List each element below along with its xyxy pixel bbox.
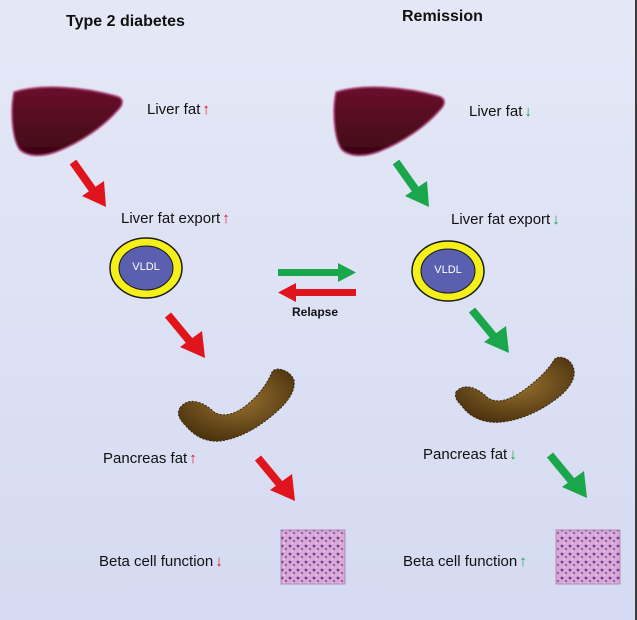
right-liver-fat-text: Liver fat — [469, 103, 523, 120]
left-liver-fat-label: Liver fat↑ — [147, 101, 210, 118]
right-liver-fat-arrow-icon: ↓ — [524, 103, 532, 120]
right-liver-fat-export-arrow-icon: ↓ — [552, 211, 560, 228]
left-liver-fat-text: Liver fat — [147, 101, 201, 118]
vldl-right — [411, 240, 485, 302]
arrow-relapse-back — [278, 283, 356, 302]
left-beta-cell-text: Beta cell function — [99, 553, 214, 570]
left-liver-fat-export-label: Liver fat export↑ — [121, 210, 230, 227]
arrow-remission-forward — [278, 263, 356, 282]
histology-left-image — [280, 529, 346, 585]
right-beta-cell-label: Beta cell function↑ — [403, 553, 527, 570]
arrow-pancreas-to-beta-right — [546, 452, 587, 498]
arrow-pancreas-to-beta-left — [254, 455, 295, 501]
pancreas-right-icon — [455, 356, 575, 423]
relapse-label: Relapse — [292, 305, 339, 319]
right-liver-fat-label: Liver fat↓ — [469, 103, 532, 120]
arrow-vldl-to-pancreas-left — [164, 312, 205, 358]
liver-right-icon — [333, 86, 445, 157]
right-heading: Remission — [402, 8, 483, 25]
left-heading: Type 2 diabetes — [66, 13, 185, 30]
left-pancreas-fat-text: Pancreas fat — [103, 450, 188, 467]
arrow-liver-to-export-left — [69, 159, 106, 207]
left-liver-fat-arrow-icon: ↑ — [202, 101, 210, 118]
right-pancreas-fat-arrow-icon: ↓ — [509, 446, 517, 463]
left-pancreas-fat-label: Pancreas fat↑ — [103, 450, 197, 467]
left-beta-cell-arrow-icon: ↓ — [215, 553, 223, 570]
vldl-left-label: VLDL — [132, 261, 160, 273]
pancreas-left-icon — [177, 368, 295, 442]
left-beta-cell-label: Beta cell function↓ — [99, 553, 223, 570]
left-liver-fat-export-arrow-icon: ↑ — [222, 210, 230, 227]
right-pancreas-fat-text: Pancreas fat — [423, 446, 508, 463]
histology-right-image — [555, 529, 621, 585]
right-liver-fat-export-text: Liver fat export — [451, 211, 551, 228]
vldl-right-label: VLDL — [434, 264, 462, 276]
arrow-liver-to-export-right — [392, 159, 429, 207]
right-liver-fat-export-label: Liver fat export↓ — [451, 211, 560, 228]
right-beta-cell-text: Beta cell function — [403, 553, 518, 570]
right-pancreas-fat-label: Pancreas fat↓ — [423, 446, 517, 463]
left-liver-fat-export-text: Liver fat export — [121, 210, 221, 227]
right-beta-cell-arrow-icon: ↑ — [519, 553, 527, 570]
liver-left-icon — [11, 86, 123, 157]
arrow-vldl-to-pancreas-right — [468, 307, 509, 353]
left-pancreas-fat-arrow-icon: ↑ — [189, 450, 197, 467]
vldl-left — [109, 237, 183, 299]
